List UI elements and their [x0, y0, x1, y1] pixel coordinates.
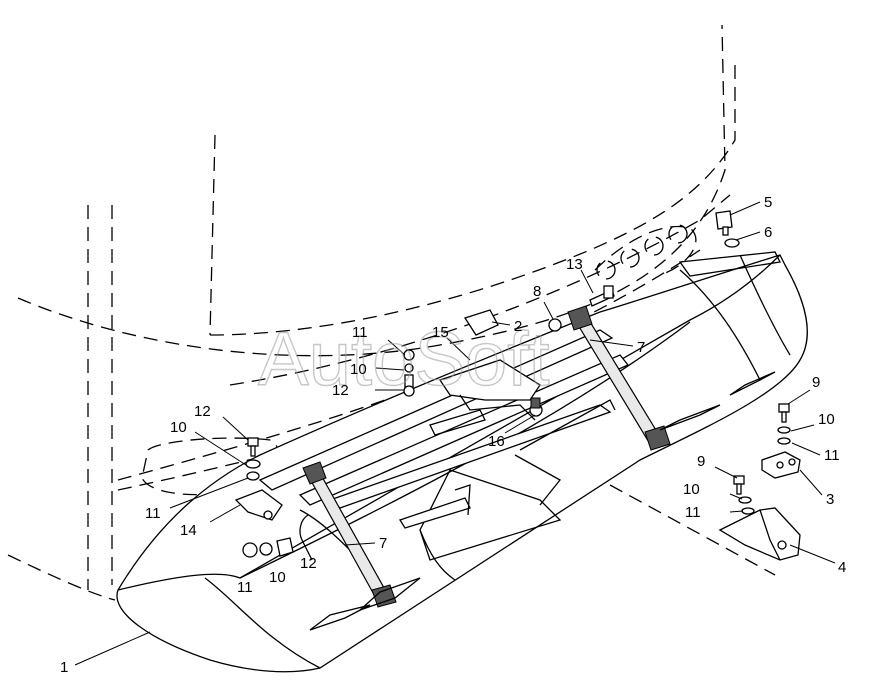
bolt-13	[589, 285, 615, 307]
hinge-3	[761, 451, 801, 479]
clamp-14	[234, 489, 283, 521]
callout-9-right: 9	[812, 374, 820, 391]
callout-labels: 1 2 3 4 5 6 7 7 8 9 9 10 10 10 10 10 11 …	[60, 194, 846, 676]
callout-12-left: 12	[194, 403, 211, 420]
callout-13: 13	[566, 256, 583, 273]
fastener-stack-upper	[403, 349, 415, 397]
mount-plate-4	[718, 507, 801, 561]
watermark: AutoSoft	[258, 317, 550, 402]
callout-10-right: 10	[818, 411, 835, 428]
brace-left	[302, 461, 421, 631]
center-bracket	[438, 309, 543, 421]
callout-2: 2	[514, 318, 522, 335]
fastener-stack-right-upper	[777, 403, 791, 445]
callout-11-right: 11	[824, 447, 840, 464]
callout-10-bottom: 10	[269, 569, 286, 586]
callout-11-lower-right: 11	[685, 504, 701, 521]
callout-11-left: 11	[145, 505, 161, 522]
callout-11-bottom: 11	[237, 579, 253, 596]
callout-1: 1	[60, 659, 68, 676]
callout-7-left: 7	[379, 535, 387, 552]
callout-5: 5	[764, 194, 772, 211]
callout-8: 8	[533, 283, 541, 300]
callout-10-left: 10	[170, 419, 187, 436]
callout-3: 3	[826, 491, 834, 508]
cross-member	[258, 329, 630, 529]
callout-4: 4	[838, 559, 846, 576]
callout-10-lower-right: 10	[683, 481, 700, 498]
callout-6: 6	[764, 224, 772, 241]
callout-12-upper: 12	[332, 382, 349, 399]
callout-10-upper: 10	[350, 361, 367, 378]
callout-16: 16	[488, 433, 505, 450]
callout-11-upper: 11	[352, 324, 368, 341]
fastener-stack-left	[245, 437, 261, 481]
fastener-row-lower	[242, 537, 294, 558]
brace-right	[567, 305, 776, 451]
callout-14: 14	[180, 522, 197, 539]
fastener-stack-right-lower	[733, 475, 755, 515]
callout-15: 15	[432, 324, 449, 341]
nut-8	[548, 318, 562, 332]
callout-7-right: 7	[637, 339, 645, 356]
callout-12-bottom: 12	[300, 555, 317, 572]
callout-9-lower: 9	[697, 453, 705, 470]
parts-5-6	[715, 210, 740, 248]
leader-lines	[74, 201, 836, 666]
